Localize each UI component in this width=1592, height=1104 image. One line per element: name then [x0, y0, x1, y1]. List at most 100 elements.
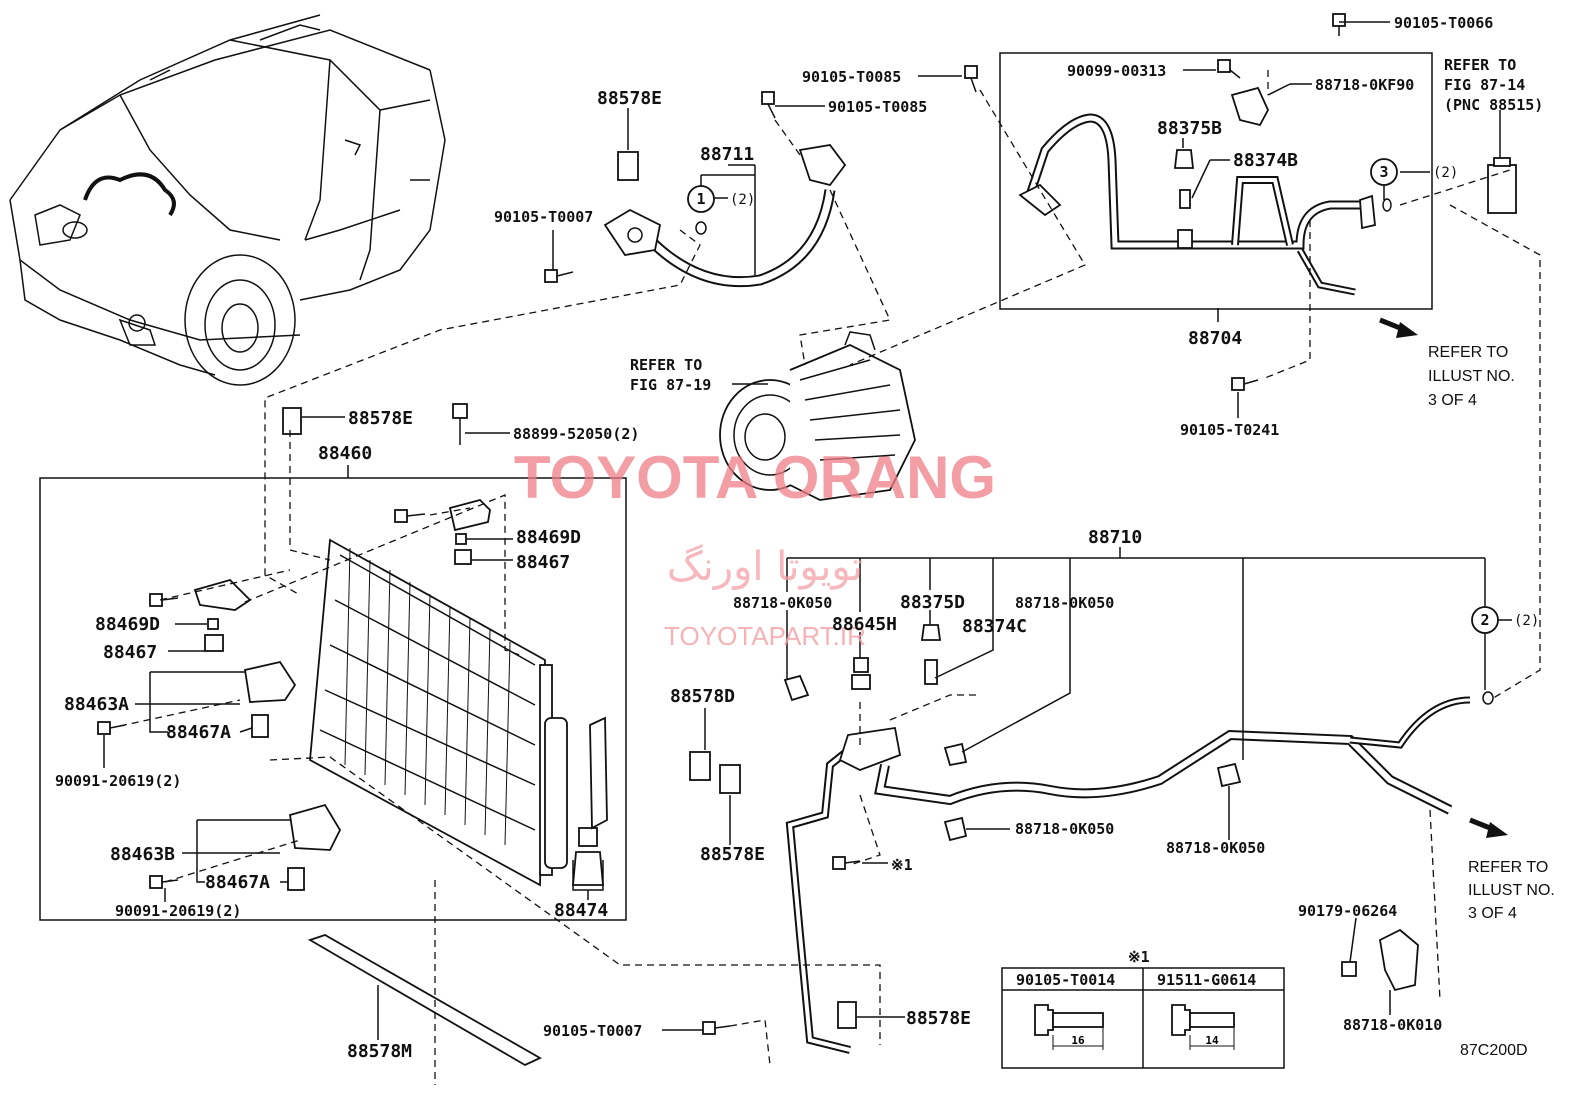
ref-illust-a-line1[interactable]: REFER TO: [1428, 344, 1508, 361]
label-88474[interactable]: 88474: [554, 900, 608, 921]
valve-core-88374C[interactable]: [924, 659, 938, 685]
label-88467A-a[interactable]: 88467A: [166, 722, 231, 743]
label-90105-T0241[interactable]: 90105-T0241: [1180, 421, 1279, 439]
expansion-valve-88515[interactable]: [1487, 157, 1517, 214]
ref-fig-87-14-line2[interactable]: FIG 87-14: [1444, 76, 1525, 94]
label-88467A-b[interactable]: 88467A: [205, 872, 270, 893]
label-90105-T0066[interactable]: 90105-T0066: [1394, 14, 1493, 32]
label-88711[interactable]: 88711: [700, 144, 754, 165]
label-88463A[interactable]: 88463A: [64, 694, 129, 715]
clamp-88578D[interactable]: [689, 751, 711, 781]
label-88710[interactable]: 88710: [1088, 527, 1142, 548]
seal-88578M[interactable]: [307, 934, 542, 1067]
condenser-core[interactable]: [309, 538, 553, 887]
clamp-88718-0K050-b[interactable]: [943, 742, 968, 767]
liquid-tube-88710[interactable]: [785, 696, 1471, 1054]
discharge-hose-88711[interactable]: [603, 144, 847, 288]
ref-illust-a-line3[interactable]: 3 OF 4: [1428, 392, 1477, 409]
clamp-88718-0K050-a[interactable]: [783, 674, 810, 702]
label-90105-T0007-bottom[interactable]: 90105-T0007: [543, 1022, 642, 1040]
bracket-88469D-right[interactable]: [448, 498, 491, 532]
clamp-88578E-bottom[interactable]: [837, 1001, 857, 1029]
label-90105-T0007-top[interactable]: 90105-T0007: [494, 208, 593, 226]
bolt-90091-20619-b[interactable]: [149, 875, 179, 889]
label-88375D[interactable]: 88375D: [900, 592, 965, 613]
ref-illust-b-line2[interactable]: ILLUST NO.: [1468, 882, 1555, 899]
label-88375B[interactable]: 88375B: [1157, 118, 1222, 139]
note-table-col1-part[interactable]: 90105-T0014: [1016, 971, 1115, 989]
receiver-dryer[interactable]: [544, 717, 568, 869]
label-88460[interactable]: 88460: [318, 443, 372, 464]
bolt-note1[interactable]: [832, 856, 861, 870]
clamp-88718-0K050-d[interactable]: [1216, 762, 1242, 788]
clamp-88578E-low[interactable]: [719, 764, 741, 794]
label-90105-T0085-a[interactable]: 90105-T0085: [802, 68, 901, 86]
label-88899-52050[interactable]: 88899-52050(2): [513, 425, 639, 443]
desiccant-element[interactable]: [589, 716, 608, 830]
pipe-clamp-88578E-mid[interactable]: [282, 407, 302, 435]
ac-compressor[interactable]: [719, 331, 916, 501]
label-88469D-left[interactable]: 88469D: [95, 614, 160, 635]
label-88578E-mid[interactable]: 88578E: [348, 408, 413, 429]
ref-fig-87-14-line1[interactable]: REFER TO: [1444, 56, 1516, 74]
bracket-88469D-left[interactable]: [193, 578, 252, 611]
label-90099-00313[interactable]: 90099-00313: [1067, 62, 1166, 80]
label-88467-left[interactable]: 88467: [103, 642, 157, 663]
bolt-88899-52050[interactable]: [452, 403, 468, 445]
label-90179-06264[interactable]: 90179-06264: [1298, 902, 1397, 920]
bolt-90105-T0241[interactable]: [1231, 377, 1259, 391]
bolt-90105-T0007-bottom[interactable]: [702, 1021, 731, 1035]
label-88578D[interactable]: 88578D: [670, 686, 735, 707]
nut-90179-06264[interactable]: [1341, 961, 1357, 977]
bolt-88469D-right-screw[interactable]: [394, 509, 426, 523]
label-88374C[interactable]: 88374C: [962, 616, 1027, 637]
label-88704[interactable]: 88704: [1188, 328, 1242, 349]
pressure-switch-88645H[interactable]: [851, 657, 871, 690]
ref-illust-b-line1[interactable]: REFER TO: [1468, 859, 1548, 876]
label-88718-0K010[interactable]: 88718-0K010: [1343, 1016, 1442, 1034]
bolt-90105-T0066[interactable]: [1332, 13, 1346, 36]
bolt-88469D-left-screw[interactable]: [149, 593, 179, 607]
label-90091-20619-b[interactable]: 90091-20619(2): [115, 902, 241, 920]
ref-illust-b-line3[interactable]: 3 OF 4: [1468, 905, 1517, 922]
pipe-clamp-88578E-top[interactable]: [617, 151, 639, 181]
cushion-88467-left[interactable]: [204, 634, 224, 652]
label-88578E-bottom[interactable]: 88578E: [906, 1008, 971, 1029]
bracket-88463A[interactable]: [243, 660, 297, 703]
ref-fig-87-19-line2[interactable]: FIG 87-19: [630, 376, 711, 394]
label-88469D-right[interactable]: 88469D: [516, 527, 581, 548]
label-88718-0K050-c[interactable]: 88718-0K050: [1015, 820, 1114, 838]
label-88467-right[interactable]: 88467: [516, 552, 570, 573]
note-table-col2-part[interactable]: 91511-G0614: [1157, 971, 1256, 989]
ref-fig-87-19-line1[interactable]: REFER TO: [630, 356, 702, 374]
washer-88469D-left[interactable]: [207, 618, 219, 630]
label-88645H[interactable]: 88645H: [832, 614, 897, 635]
washer-88469D-right[interactable]: [455, 533, 467, 545]
label-88578M[interactable]: 88578M: [347, 1041, 412, 1062]
label-90091-20619-a[interactable]: 90091-20619(2): [55, 772, 181, 790]
cushion-88467-right[interactable]: [454, 549, 472, 565]
label-88374B[interactable]: 88374B: [1233, 150, 1298, 171]
label-90105-T0085-b[interactable]: 90105-T0085: [828, 98, 927, 116]
bolt-90091-20619-a[interactable]: [97, 721, 126, 735]
clamp-88718-0K010[interactable]: [1379, 928, 1419, 992]
bracket-88463B[interactable]: [288, 803, 342, 851]
ref-illust-a-line2[interactable]: ILLUST NO.: [1428, 368, 1515, 385]
valve-cap-88375B[interactable]: [1173, 149, 1195, 169]
ref-fig-87-14-line3[interactable]: (PNC 88515): [1444, 96, 1543, 114]
label-88718-0KF90[interactable]: 88718-0KF90: [1315, 76, 1414, 94]
label-88718-0K050-a[interactable]: 88718-0K050: [733, 594, 832, 612]
label-88463B[interactable]: 88463B: [110, 844, 175, 865]
suction-tube-88704[interactable]: [1018, 113, 1376, 296]
clamp-88718-0KF90[interactable]: [1230, 86, 1270, 127]
bolt-90105-T0085-b[interactable]: [761, 91, 776, 119]
bolt-90105-T0085-a[interactable]: [964, 65, 978, 93]
filter-cap-88474[interactable]: [572, 827, 604, 886]
valve-core-88374B[interactable]: [1177, 189, 1193, 249]
label-88578E-low[interactable]: 88578E: [700, 844, 765, 865]
label-88718-0K050-d[interactable]: 88718-0K050: [1166, 839, 1265, 857]
bolt-90105-T0007-top[interactable]: [544, 269, 574, 283]
cushion-88467A-a[interactable]: [251, 714, 269, 738]
clamp-88718-0K050-c[interactable]: [943, 816, 968, 842]
label-88578E-top[interactable]: 88578E: [597, 88, 662, 109]
